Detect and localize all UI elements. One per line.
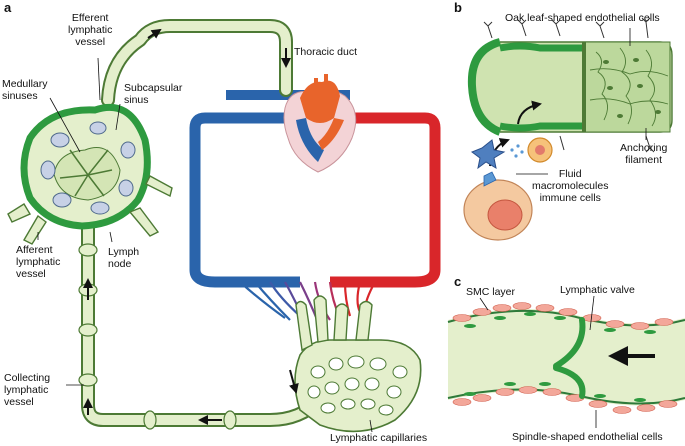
label-collecting-lymphatic-vessel: Collecting lymphatic vessel <box>4 372 51 408</box>
collecting-vessel-detail <box>447 302 685 414</box>
label-efferent-lymphatic-vessel: Efferent lymphatic vessel <box>68 12 113 48</box>
leader-lines-a <box>37 57 373 433</box>
label-lymph-node: Lymph node <box>108 246 140 270</box>
panel-label-a: a <box>4 0 12 15</box>
heart <box>283 74 357 173</box>
panel-label-c: c <box>454 274 462 289</box>
label-fluid-macromolecules-immune-cells: Fluid macromolecules immune cells <box>532 168 609 204</box>
panel-label-b: b <box>454 0 462 15</box>
label-spindle-shaped-endothelial-cells: Spindle-shaped endothelial cells <box>512 431 663 443</box>
label-oak-leaf-endothelial-cells: Oak leaf-shaped endothelial cells <box>505 12 660 24</box>
label-thoracic-duct: Thoracic duct <box>294 46 358 58</box>
lymph-node <box>7 103 173 245</box>
label-medullary-sinuses: Medullary sinuses <box>2 78 48 102</box>
label-anchoring-filament: Anchoring filament <box>620 142 668 166</box>
valve-leaflet-upper <box>553 317 586 369</box>
lymphatic-capillary-detail <box>467 17 673 167</box>
label-subcapsular-sinus: Subcapsular sinus <box>124 82 183 106</box>
label-smc-layer: SMC layer <box>466 286 516 298</box>
label-lymphatic-capillaries: Lymphatic capillaries <box>330 432 428 444</box>
lymphatic-capillary-network <box>294 295 422 433</box>
valve-leaflet-lower <box>553 365 586 399</box>
flow-arrows-a <box>83 28 299 425</box>
label-afferent-lymphatic-vessel: Afferent lymphatic vessel <box>16 244 61 280</box>
immune-cells <box>463 137 553 241</box>
leader-lines-c <box>479 295 597 428</box>
leader-lines-b <box>516 28 647 175</box>
label-lymphatic-valve: Lymphatic valve <box>560 284 635 296</box>
